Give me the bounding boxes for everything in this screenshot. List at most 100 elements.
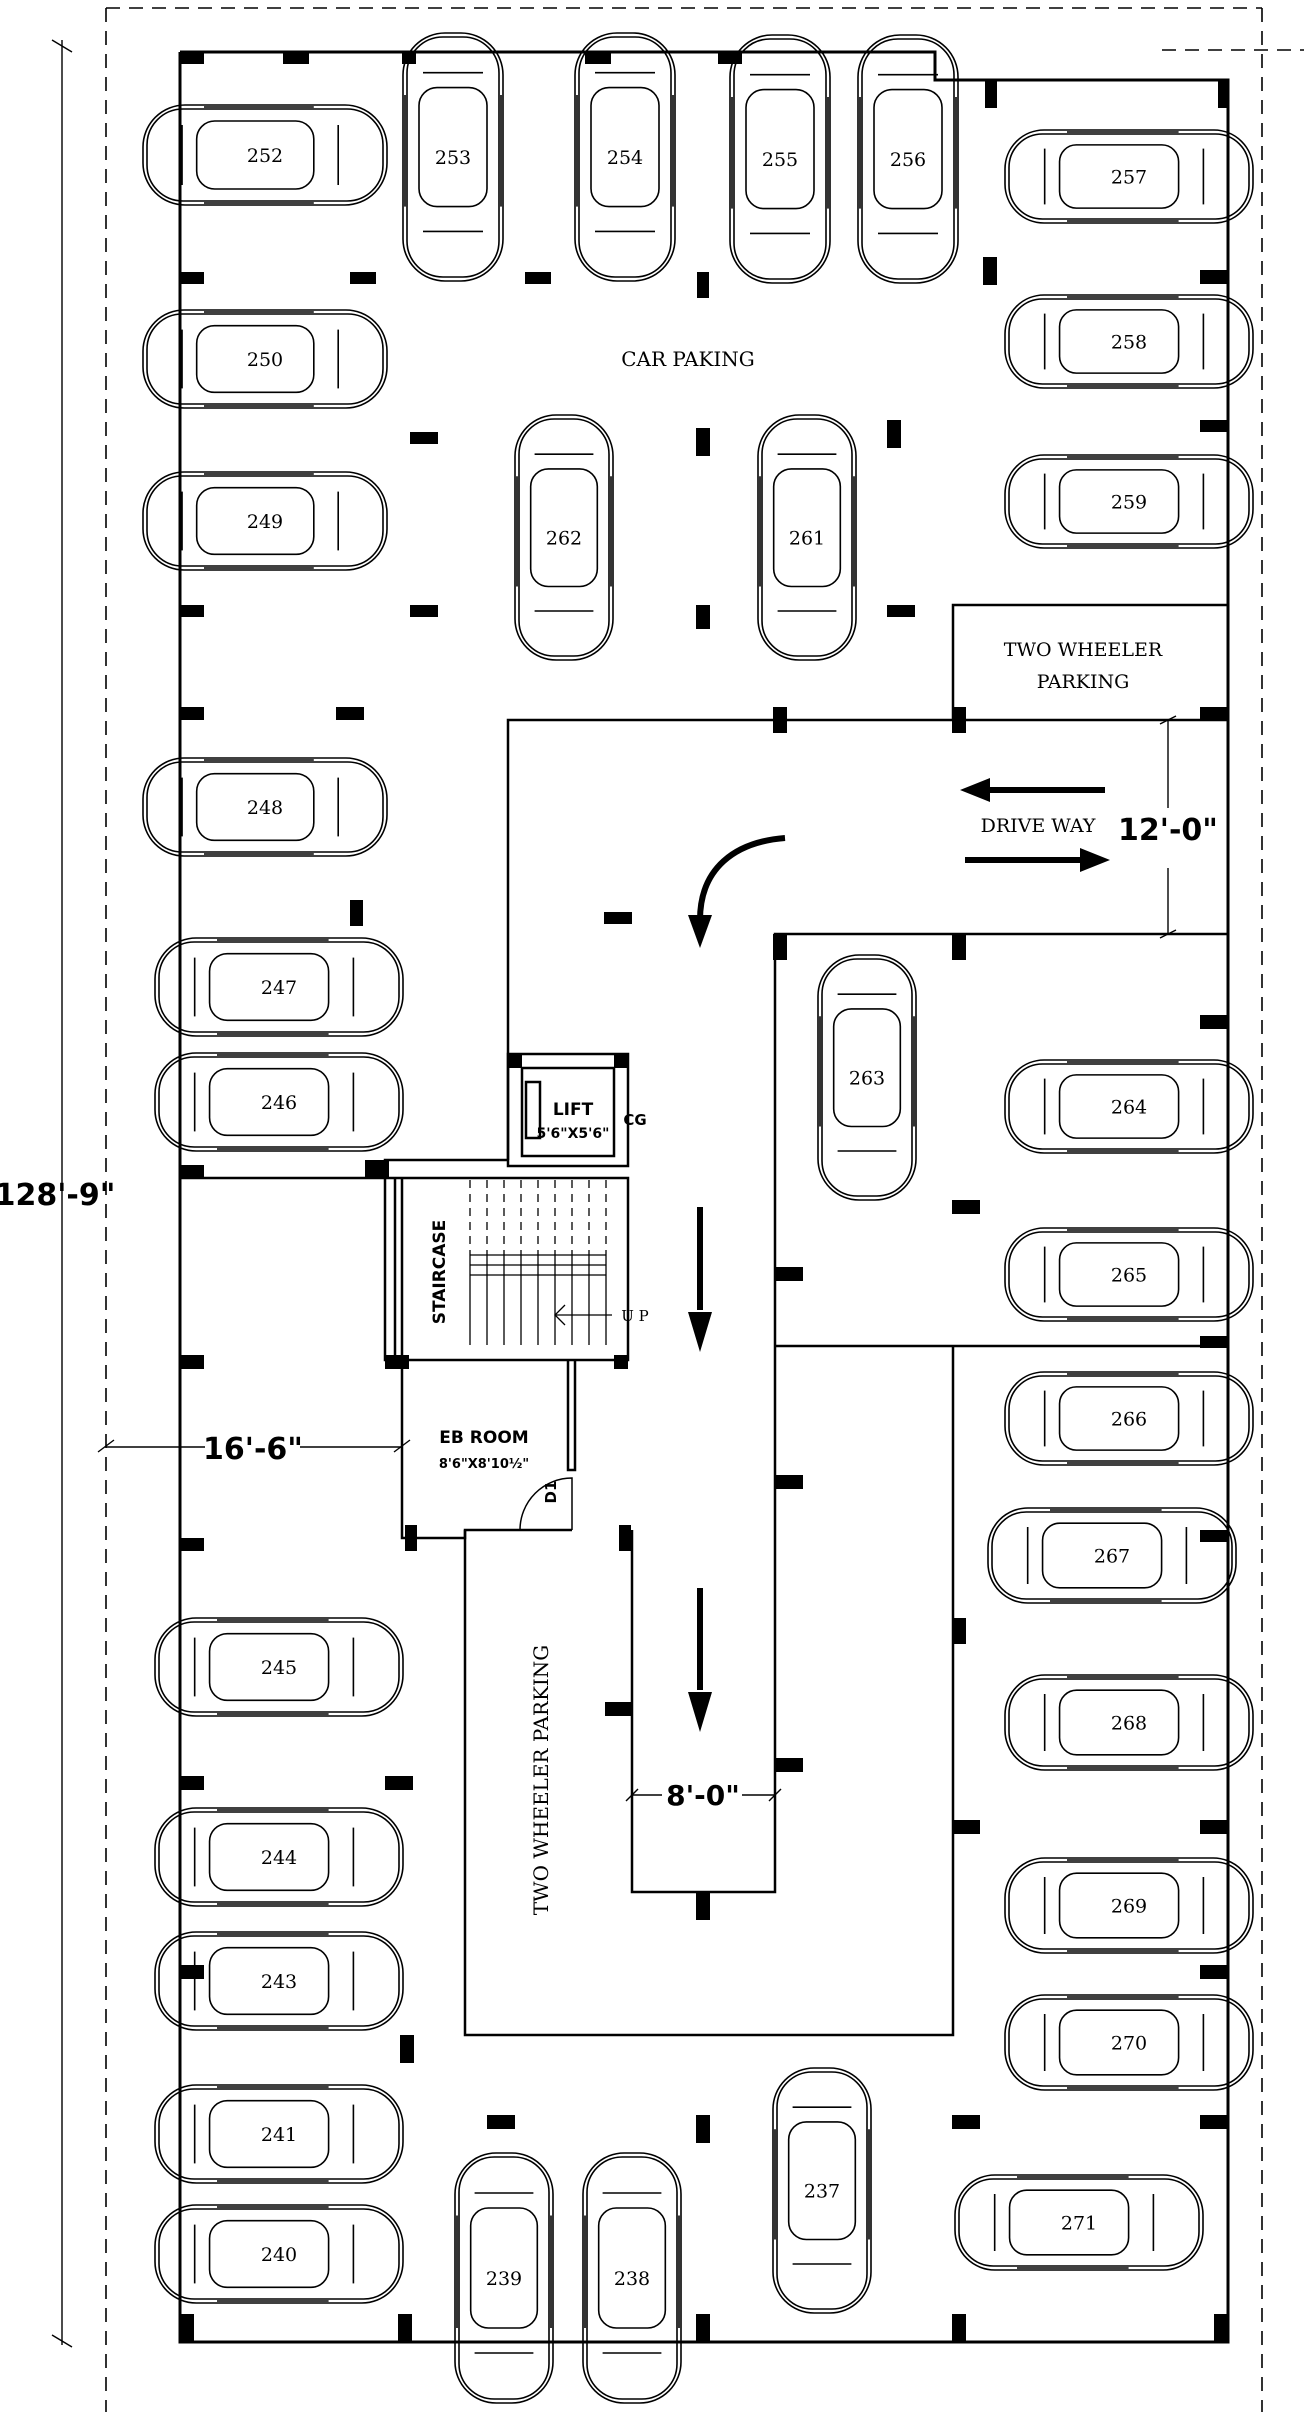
arrow-right-icon — [965, 848, 1110, 872]
car-slot-number: 270 — [1111, 2033, 1147, 2055]
car-slot-number: 246 — [261, 1092, 297, 1114]
arrow-down-icon-1 — [688, 1207, 712, 1352]
car-slot-267: 267 — [987, 1507, 1237, 1604]
car-slot-244: 244 — [154, 1807, 404, 1907]
ramp-width-dimension: 8'-0" — [666, 1779, 740, 1812]
car-slot-259: 259 — [1004, 454, 1254, 549]
drive-way-upper-wall — [506, 718, 1228, 1160]
car-slot-number: 257 — [1111, 167, 1147, 189]
staircase-treads — [469, 1180, 612, 1345]
eb-room-walls — [400, 1360, 572, 1540]
car-slot-number: 239 — [486, 2268, 522, 2290]
drive-way-lower-wall — [630, 932, 1228, 1894]
eb-room-size-label: 8'6"X8'10½" — [439, 1457, 529, 1472]
car-slot-268: 268 — [1004, 1674, 1254, 1771]
staircase-label: STAIRCASE — [430, 1220, 450, 1325]
structural-columns — [180, 52, 1228, 2342]
car-slot-238: 238 — [582, 2152, 682, 2404]
car-slot-264: 264 — [1004, 1059, 1254, 1154]
car-slot-253: 253 — [402, 32, 504, 282]
car-slot-number: 263 — [849, 1068, 885, 1090]
car-slot-number: 253 — [435, 147, 471, 169]
drive-way-label: DRIVE WAY — [981, 815, 1096, 837]
car-slot-271: 271 — [954, 2174, 1204, 2271]
car-slot-number: 267 — [1094, 1546, 1130, 1568]
car-slot-257: 257 — [1004, 129, 1254, 224]
dimension-lines — [51, 39, 1177, 2348]
car-slot-number: 248 — [247, 797, 283, 819]
car-slot-number: 237 — [804, 2181, 840, 2203]
car-slot-number: 264 — [1111, 1097, 1147, 1119]
lift-label: LIFT — [553, 1100, 594, 1120]
car-slot-number: 256 — [890, 149, 926, 171]
eb-room-label: EB ROOM — [439, 1428, 528, 1448]
car-slot-261: 261 — [757, 414, 857, 661]
car-slot-266: 266 — [1004, 1371, 1254, 1466]
car-slot-240: 240 — [154, 2204, 404, 2304]
car-parking-label: CAR PAKING — [621, 347, 755, 371]
car-slot-245: 245 — [154, 1617, 404, 1717]
car-slot-number: 269 — [1111, 1896, 1147, 1918]
two-wheeler-parking-top-label-1: TWO WHEELER — [1004, 639, 1163, 661]
car-slot-number: 258 — [1111, 332, 1147, 354]
two-wheeler-parking-bottom-label: TWO WHEELER PARKING — [529, 1645, 553, 1916]
lift-shaft — [506, 1052, 630, 1168]
car-slot-239: 239 — [454, 2152, 554, 2404]
car-slot-number: 241 — [261, 2124, 297, 2146]
car-slot-241: 241 — [154, 2084, 404, 2184]
traffic-arrows — [688, 778, 1110, 1732]
car-slot-number: 240 — [261, 2244, 297, 2266]
car-slot-258: 258 — [1004, 294, 1254, 389]
car-slot-247: 247 — [154, 937, 404, 1037]
car-slot-number: 255 — [762, 149, 798, 171]
two-wheeler-top-wall — [951, 603, 1228, 720]
cg-label: CG — [623, 1111, 646, 1129]
left-parking-wall — [180, 1158, 508, 1180]
car-slot-246: 246 — [154, 1052, 404, 1152]
two-wheeler-bottom-wall — [463, 1346, 955, 2037]
car-slot-number: 268 — [1111, 1713, 1147, 1735]
car-slot-number: 245 — [261, 1657, 297, 1679]
car-slot-number: 238 — [614, 2268, 650, 2290]
car-slot-265: 265 — [1004, 1227, 1254, 1322]
door-d1-swing — [519, 1477, 573, 1531]
overall-height-dimension: 128'-9" — [0, 1178, 115, 1213]
parking-slots: 252 253 254 255 256 257 250 258 249 262 261 259 248 2… — [142, 32, 1254, 2404]
car-slot-254: 254 — [574, 32, 676, 282]
car-slot-248: 248 — [142, 757, 388, 857]
car-slot-270: 270 — [1004, 1994, 1254, 2091]
car-slot-number: 254 — [607, 147, 643, 169]
arrow-left-icon — [960, 778, 1105, 802]
car-slot-237: 237 — [772, 2067, 872, 2314]
car-slot-number: 252 — [247, 145, 283, 167]
car-slot-number: 265 — [1111, 1265, 1147, 1287]
car-slot-number: 271 — [1061, 2213, 1097, 2235]
car-slot-255: 255 — [729, 34, 831, 284]
car-slot-243: 243 — [154, 1931, 404, 2031]
car-slot-number: 266 — [1111, 1409, 1147, 1431]
drive-way-width-dimension: 12'-0" — [1118, 813, 1218, 848]
left-setback-dimension: 16'-6" — [203, 1432, 303, 1467]
car-slot-269: 269 — [1004, 1857, 1254, 1954]
plot-boundary — [105, 7, 1304, 2412]
lift-size-label: 5'6"X5'6" — [537, 1126, 610, 1142]
stair-up-label: U P — [621, 1307, 649, 1325]
car-slot-number: 261 — [789, 528, 825, 550]
car-slot-249: 249 — [142, 471, 388, 571]
car-slot-number: 259 — [1111, 492, 1147, 514]
door-d1-label: D1 — [542, 1481, 560, 1504]
car-slot-256: 256 — [857, 34, 959, 284]
two-wheeler-parking-top-label-2: PARKING — [1037, 671, 1130, 693]
car-slot-number: 262 — [546, 528, 582, 550]
car-slot-263: 263 — [817, 954, 917, 1201]
car-slot-250: 250 — [142, 309, 388, 409]
car-slot-number: 247 — [261, 977, 297, 999]
curved-arrow-icon — [688, 835, 786, 948]
car-slot-262: 262 — [514, 414, 614, 661]
car-slot-number: 250 — [247, 349, 283, 371]
car-slot-number: 249 — [247, 511, 283, 533]
staircase-box — [383, 1176, 630, 1362]
car-slot-number: 243 — [261, 1971, 297, 1993]
car-slot-number: 244 — [261, 1847, 297, 1869]
